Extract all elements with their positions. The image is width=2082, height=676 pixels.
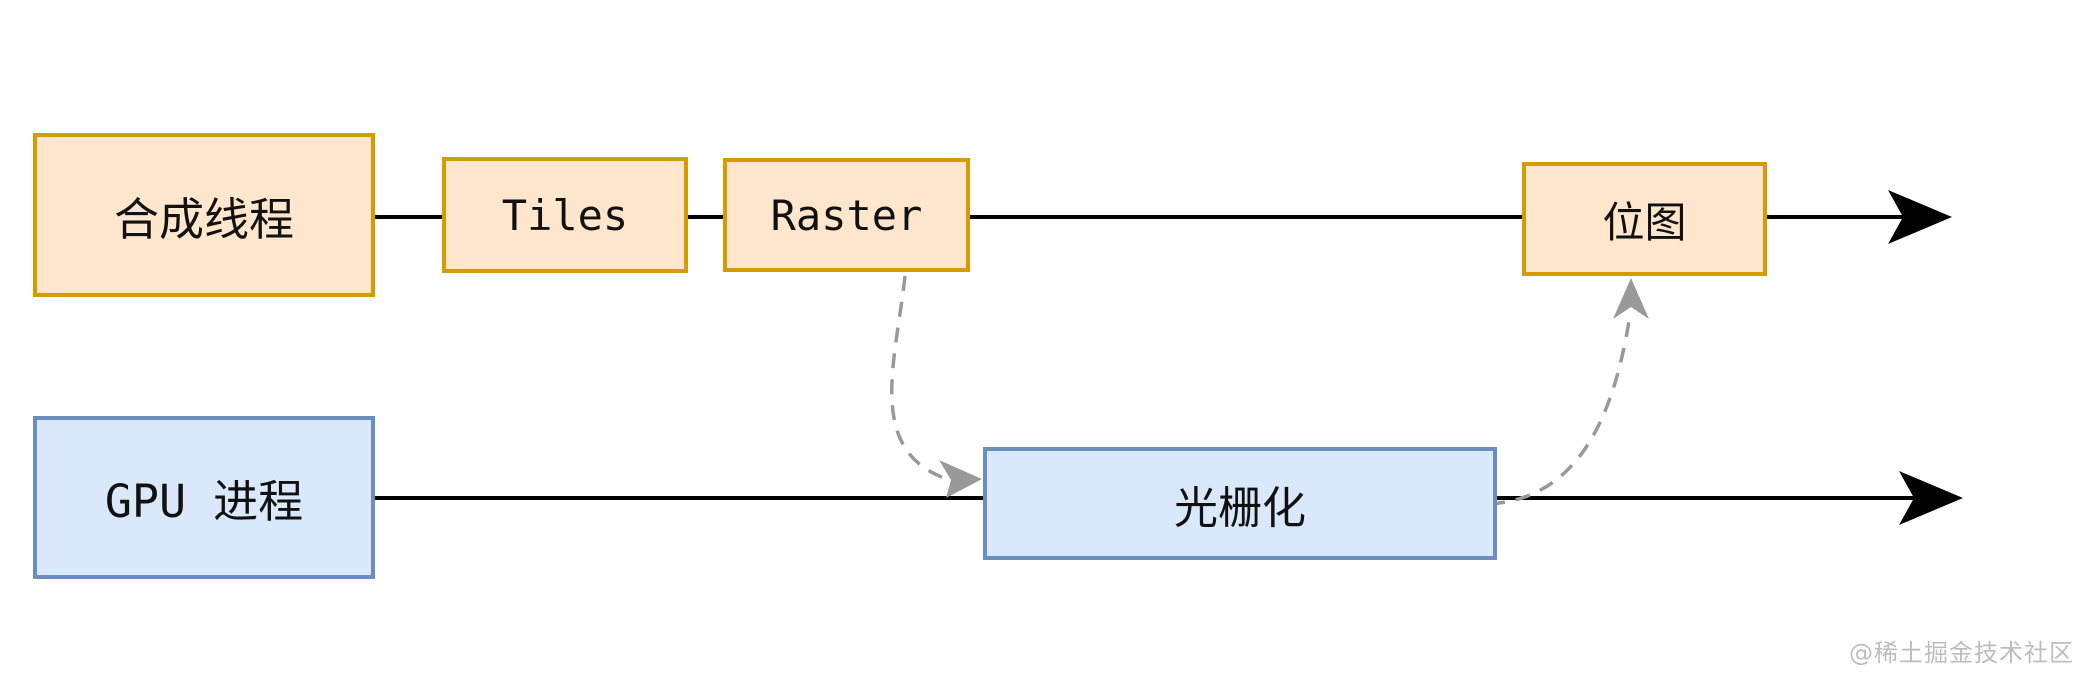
node-rasterize: 光栅化 [983,447,1497,560]
dashed-arrowhead-rasterize-icon [939,460,982,498]
node-compositor-thread: 合成线程 [33,133,375,297]
timeline-bottom-arrowhead-icon [1899,471,1963,525]
node-gpu-process-label: GPU 进程 [104,475,304,528]
dashed-connector-rasterize-to-bitmap [1489,314,1632,506]
dashed-arrowhead-bitmap-icon [1613,278,1649,319]
node-raster: Raster [723,158,970,272]
node-bitmap: 位图 [1522,162,1767,276]
node-bitmap-label: 位图 [1602,197,1687,247]
node-raster-label: Raster [770,190,923,240]
node-tiles: Tiles [442,157,688,273]
watermark: @稀土掘金技术社区 [1849,639,2074,667]
node-gpu-process: GPU 进程 [33,416,375,579]
timeline-top-arrowhead-icon [1888,190,1952,244]
node-rasterize-label: 光栅化 [1174,482,1306,534]
node-tiles-label: Tiles [501,190,629,240]
dashed-connector-raster-to-rasterize [890,275,945,480]
node-compositor-thread-label: 合成线程 [113,192,294,246]
